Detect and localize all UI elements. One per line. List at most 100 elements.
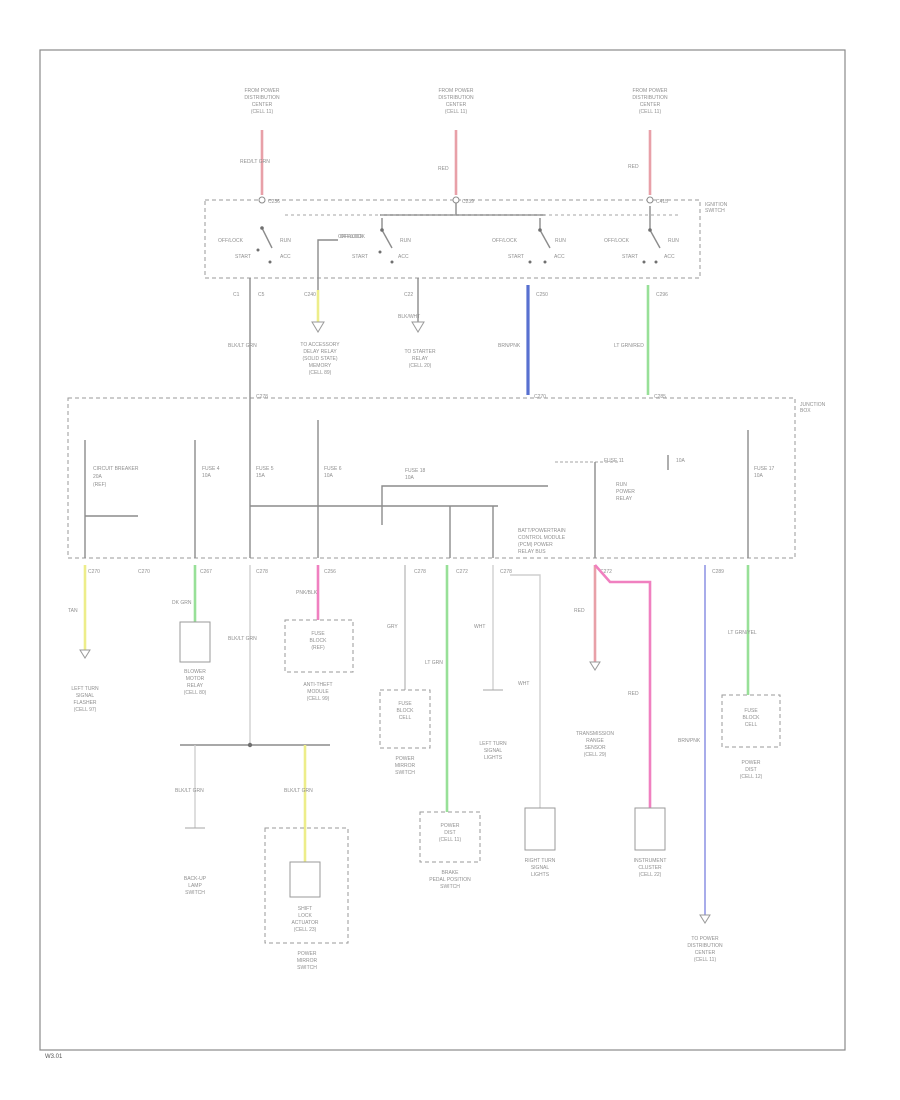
destination-label: LEFT TURN <box>479 741 507 747</box>
destination-label: LIGHTS <box>484 755 503 761</box>
destination-label: MOTOR <box>186 676 205 682</box>
destination-label: (CELL 12) <box>740 774 763 780</box>
fuse-name: FUSE 17 <box>754 466 775 472</box>
destination-label: LOCK <box>298 913 312 919</box>
blower-relay-box <box>179 621 211 663</box>
destination-label: (CELL 29) <box>584 752 607 758</box>
switch-blade <box>381 229 393 249</box>
source-left: FROM POWER DISTRIBUTION CENTER (CELL 11)… <box>240 88 280 205</box>
wire-color-label: BRN/PNK <box>498 343 521 349</box>
destination-label: DISTRIBUTION <box>687 943 723 949</box>
connector-terminal <box>452 196 460 204</box>
destination-label: MEMORY <box>309 363 332 369</box>
wire-color-label: BRN/PNK <box>678 738 701 744</box>
internal-note: (PCM) POWER <box>518 542 553 548</box>
diagram-id-label: W3.01 <box>45 1054 63 1060</box>
destination-label: RIGHT TURN <box>525 858 556 864</box>
switch-contact <box>642 260 646 264</box>
pin-label: C296 <box>656 292 668 298</box>
connector-terminal <box>258 196 266 204</box>
destination-label: (CELL 97) <box>74 707 97 713</box>
switch-contact <box>378 250 382 254</box>
switch-output-wire <box>317 239 338 290</box>
destination-label: DIST <box>745 767 756 773</box>
destination-label: MODULE <box>307 689 329 695</box>
switch-position-label: ACC <box>554 254 565 260</box>
pin-label: C285 <box>654 394 666 400</box>
shift-lock-housing <box>264 827 349 944</box>
fuse-name: CIRCUIT BREAKER <box>93 466 139 472</box>
cluster-connector <box>634 807 666 851</box>
pin-label: C270 <box>88 569 100 575</box>
output-left-turn-lights: WHT LEFT TURN SIGNAL LIGHTS <box>474 565 507 761</box>
pin-label: C22 <box>404 292 413 298</box>
pin-label: C278 <box>256 569 268 575</box>
wire-color-label: WHT <box>518 681 529 687</box>
destination-label: MIRROR <box>297 958 318 964</box>
fuse-name: FUSE 4 <box>202 466 220 472</box>
pin-label: C272 <box>456 569 468 575</box>
pin-label: C289 <box>712 569 724 575</box>
circuit-label: C415 <box>656 199 668 205</box>
output-power-dist-12: LT GRN/YEL FUSE BLOCK CELL POWER DIST (C… <box>721 565 781 780</box>
wire-color-label: DK GRN <box>172 600 192 606</box>
destination-label: DELAY RELAY <box>303 349 337 355</box>
wire-color-label: RED <box>438 166 449 172</box>
source-label: FROM POWER <box>245 88 280 94</box>
arrow-terminal <box>699 914 711 924</box>
switch-blade <box>649 229 661 249</box>
mid-wiring: C1 C5 BLK/LT GRN C240 TO ACCESSORY DELAY… <box>228 278 668 395</box>
source-label: FROM POWER <box>633 88 668 94</box>
pin-label: C270 <box>534 394 546 400</box>
destination-label: POWER <box>298 951 317 957</box>
module-label: POWER <box>441 823 460 829</box>
output-anti-theft: PNK/BLK FUSE BLOCK (REF) ANTI-THEFT MODU… <box>284 565 354 702</box>
relay-label: RUN <box>616 482 627 488</box>
destination-label: ANTI-THEFT <box>303 682 332 688</box>
module-label: BLOCK <box>310 638 328 644</box>
output-power-distribution: BRN/PNK TO POWER DISTRIBUTION CENTER (CE… <box>678 565 723 963</box>
switch-position-label: ACC <box>280 254 291 260</box>
wire-color-label: PNK/BLK <box>296 590 318 596</box>
destination-label: CLUSTER <box>638 865 662 871</box>
wire-color-label: RED/LT GRN <box>240 159 270 165</box>
output-right-turn-lights: WHT RIGHT TURN SIGNAL LIGHTS <box>510 574 556 878</box>
switch-position-label: RUN <box>668 238 679 244</box>
mirror-switch-box <box>379 689 431 749</box>
destination-label: MIRROR <box>395 763 416 769</box>
source-label: (CELL 11) <box>639 109 662 115</box>
module-label: FUSE <box>311 631 325 637</box>
source-label: CENTER <box>446 102 467 108</box>
ignition-switch: IGNITION SWITCH OFF/LOCK RUN START ACC O… <box>204 196 728 290</box>
switch-blade <box>261 227 273 249</box>
destination-label: LIGHTS <box>531 872 550 878</box>
destination-label: POWER <box>396 756 415 762</box>
relay-label: POWER <box>616 489 635 495</box>
internal-note: RELAY BUS <box>518 549 546 555</box>
fuse-name: FUSE 6 <box>324 466 342 472</box>
switch-pivot <box>260 226 264 230</box>
destination-label: SWITCH <box>185 890 205 896</box>
switch-pivot <box>380 228 384 232</box>
source-label: CENTER <box>252 102 273 108</box>
destination-label: (SOLID STATE) <box>302 356 337 362</box>
destination-label: (CELL 99) <box>307 696 330 702</box>
source-label: DISTRIBUTION <box>244 95 280 101</box>
pin-label: C272 <box>600 569 612 575</box>
destination-label: TO STARTER <box>404 349 436 355</box>
destination-label: (CELL 89) <box>309 370 332 376</box>
splice-dot <box>247 742 253 748</box>
destination-label: BRAKE <box>442 870 460 876</box>
fuse-name: FUSE 11 <box>604 458 624 464</box>
wire-color-label: LT GRN/YEL <box>728 630 757 636</box>
destination-label: SENSOR <box>584 745 606 751</box>
module-label: BLOCK <box>743 715 761 721</box>
arrow-terminal <box>589 661 601 671</box>
switch-contact <box>268 260 272 264</box>
destination-label: RANGE <box>586 738 604 744</box>
wire-color-label: GRY <box>387 624 398 630</box>
switch-contact <box>654 260 658 264</box>
internal-link <box>381 485 548 525</box>
fuse-note: (REF) <box>93 482 107 488</box>
pin-label: C278 <box>256 394 268 400</box>
